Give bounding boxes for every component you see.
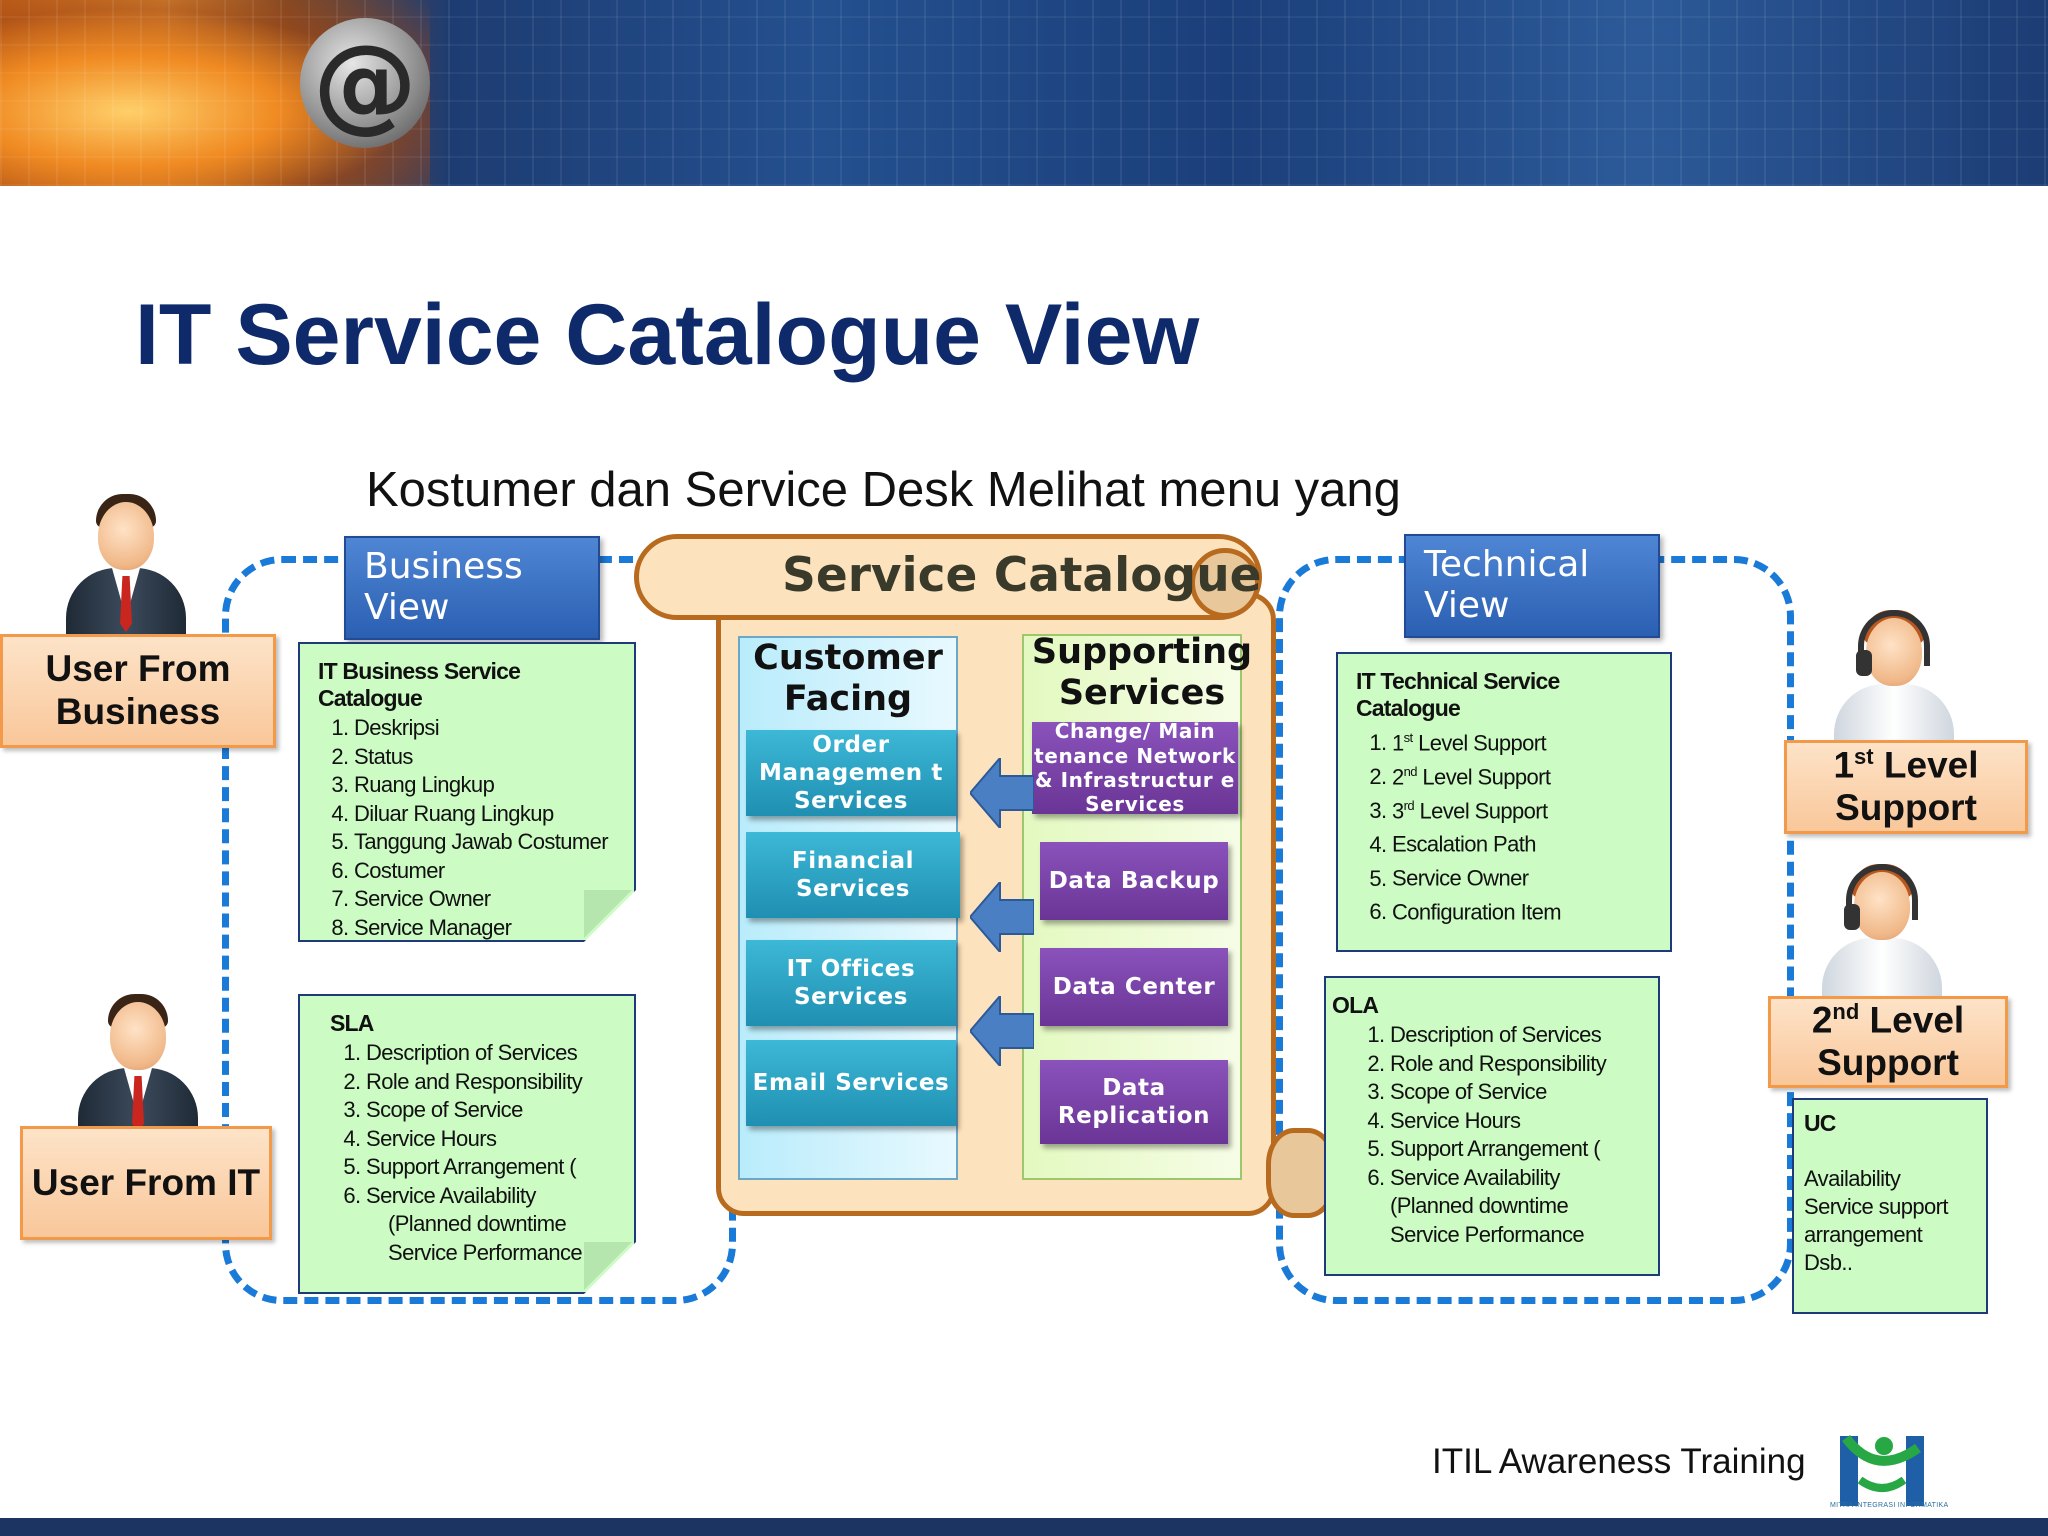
list-item: 2nd Level Support <box>1392 758 1652 792</box>
list-item: Scope of Service <box>366 1096 616 1125</box>
role-second-level-support: 2nd Level Support <box>1768 996 2008 1088</box>
business-catalogue-note: IT Business Service Catalogue DeskripsiS… <box>298 642 636 942</box>
list-item: Support Arrangement ( <box>1390 1135 1640 1164</box>
list-item: Service Availability (Planned downtime S… <box>1390 1164 1640 1250</box>
uc-note: UC Availability Service support arrangem… <box>1792 1098 1988 1314</box>
arrow-left-icon <box>970 882 1034 952</box>
page-title: IT Service Catalogue View <box>135 287 1200 383</box>
uc-title: UC <box>1804 1110 1836 1136</box>
uc-line: Availability <box>1804 1166 1901 1191</box>
list-item: Service Manager <box>354 914 616 943</box>
service-email: Email Services <box>746 1040 956 1126</box>
footer-bar <box>0 1518 2048 1536</box>
service-it-offices: IT Offices Services <box>746 940 956 1026</box>
ola-note: OLA Description of ServicesRole and Resp… <box>1324 976 1660 1276</box>
business-catalogue-title: IT Business Service Catalogue <box>318 658 521 711</box>
it-user-avatar <box>78 990 198 1140</box>
business-catalogue-list: DeskripsiStatusRuang LingkupDiluar Ruang… <box>354 714 616 942</box>
list-item: Role and Responsibility <box>366 1068 616 1097</box>
uc-line: Dsb.. <box>1804 1250 1853 1275</box>
service-catalogue-title: Service Catalogue <box>782 548 1262 603</box>
list-item: 3rd Level Support <box>1392 792 1652 826</box>
supporting-services-header: Supporting Services <box>1031 632 1253 714</box>
sla-title: SLA <box>330 1010 374 1036</box>
list-item: Description of Services <box>1390 1021 1640 1050</box>
customer-facing-header: Customer Facing <box>753 638 943 720</box>
support-agent-1-avatar <box>1834 606 1954 756</box>
technical-view-header: Technical View <box>1404 534 1660 638</box>
list-item: Scope of Service <box>1390 1078 1640 1107</box>
business-view-header: Business View <box>344 536 600 640</box>
list-item: Tanggung Jawab Costumer <box>354 828 616 857</box>
uc-line: Service support arrangement <box>1804 1194 1948 1247</box>
ola-title: OLA <box>1332 992 1379 1018</box>
list-item: Costumer <box>354 857 616 886</box>
company-logo-icon <box>1840 1434 1924 1506</box>
scroll-top-roll <box>634 534 1262 620</box>
arrow-left-icon <box>970 758 1034 828</box>
scroll-curl-top <box>1190 548 1260 618</box>
list-item: Service Owner <box>1392 859 1652 893</box>
sla-note: SLA Description of ServicesRole and Resp… <box>298 994 636 1294</box>
sla-list: Description of ServicesRole and Responsi… <box>366 1039 616 1210</box>
service-order-management: Order Managemen t Services <box>746 730 956 816</box>
service-financial: Financial Services <box>746 832 960 918</box>
service-data-backup: Data Backup <box>1040 842 1228 920</box>
list-item: Deskripsi <box>354 714 616 743</box>
role-user-from-it: User From IT <box>20 1126 272 1240</box>
list-item: Diluar Ruang Lingkup <box>354 800 616 829</box>
support-agent-2-avatar <box>1822 860 1942 1010</box>
list-item: Service Hours <box>366 1125 616 1154</box>
list-item: Ruang Lingkup <box>354 771 616 800</box>
arrow-left-icon <box>970 996 1034 1066</box>
subtitle: Kostumer dan Service Desk Melihat menu y… <box>366 463 1401 517</box>
list-item: Support Arrangement ( <box>366 1153 616 1182</box>
list-item: Escalation Path <box>1392 825 1652 859</box>
business-user-avatar <box>66 490 186 640</box>
role-user-from-business: User From Business <box>0 634 276 748</box>
service-change-maintenance: Change/ Main tenance Network & Infrastru… <box>1032 719 1238 816</box>
technical-catalogue-note: IT Technical Service Catalogue 1st Level… <box>1336 652 1672 952</box>
list-item: Status <box>354 743 616 772</box>
at-sign-icon: @ <box>300 18 430 148</box>
service-data-center: Data Center <box>1040 948 1228 1026</box>
sla-extra-line: Service Performance <box>388 1239 583 1265</box>
service-data-replication: Data Replication <box>1040 1060 1228 1144</box>
list-item: Description of Services <box>366 1039 616 1068</box>
footer-text: ITIL Awareness Training <box>1432 1442 1806 1481</box>
ola-list: Description of ServicesRole and Responsi… <box>1390 1021 1640 1249</box>
logo-caption: MITRA INTEGRASI INFORMATIKA <box>1830 1502 1949 1509</box>
list-item: Service Availability <box>366 1182 616 1211</box>
list-item: Service Hours <box>1390 1107 1640 1136</box>
list-item: Role and Responsibility <box>1390 1050 1640 1079</box>
technical-catalogue-title: IT Technical Service Catalogue <box>1356 668 1560 721</box>
list-item: Configuration Item <box>1392 893 1652 927</box>
list-item: 1st Level Support <box>1392 724 1652 758</box>
role-first-level-support: 1st Level Support <box>1784 740 2028 834</box>
list-item: Service Owner <box>354 885 616 914</box>
sla-extra-line: (Planned downtime <box>388 1211 567 1236</box>
